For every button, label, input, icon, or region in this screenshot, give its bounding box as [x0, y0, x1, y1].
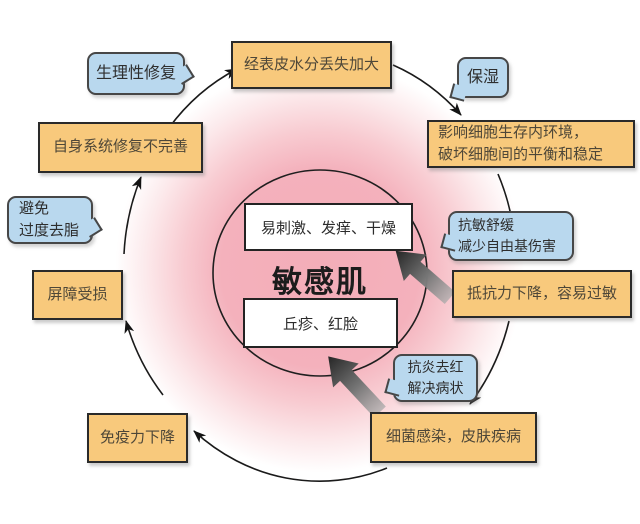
bubble-label: 生理性修复: [95, 64, 176, 82]
bubble-anti-allergy-soothing: 抗敏舒缓 减少自由基伤害: [440, 211, 574, 261]
bubble-label: 保湿: [466, 68, 499, 86]
center-title: 敏感肌: [272, 266, 368, 299]
bubble-label: 抗炎去红 解决病状: [407, 359, 464, 396]
bubble-label: 避免 过度去脂: [19, 199, 80, 240]
node-immunity-drop: 免疫力下降: [87, 413, 188, 463]
inward-arrow: [328, 356, 386, 418]
inward-arrow: [395, 250, 456, 305]
bubble-label: 抗敏舒缓 减少自由基伤害: [458, 217, 556, 254]
cycle-arc: [193, 430, 388, 482]
node-cell-environment: 影响细胞生存内环境， 破坏细胞间的平衡和稳定: [427, 120, 635, 168]
node-barrier-damage: 屏障受损: [32, 270, 123, 320]
symptom-box-bottom: 丘疹、红脸: [243, 298, 398, 348]
bubble-physiological-repair: 生理性修复: [87, 52, 195, 95]
node-self-repair-imperfect: 自身系统修复不完善: [38, 122, 203, 173]
bubble-moisturizing: 保湿: [449, 57, 509, 102]
node-resistance-drop: 抵抗力下降，容易过敏: [452, 270, 632, 318]
node-bacterial-infection: 细菌感染，皮肤疾病: [370, 412, 537, 463]
cycle-arc: [392, 64, 462, 116]
node-water-loss: 经表皮水分丢失加大: [231, 41, 392, 89]
cycle-arc: [123, 176, 142, 255]
bubble-anti-inflammatory: 抗炎去红 解决病状: [384, 354, 478, 402]
cycle-arc: [124, 320, 164, 396]
symptom-box-top: 易刺激、发痒、干燥: [244, 203, 413, 251]
bubble-avoid-degreasing: 避免 过度去脂: [7, 196, 103, 244]
